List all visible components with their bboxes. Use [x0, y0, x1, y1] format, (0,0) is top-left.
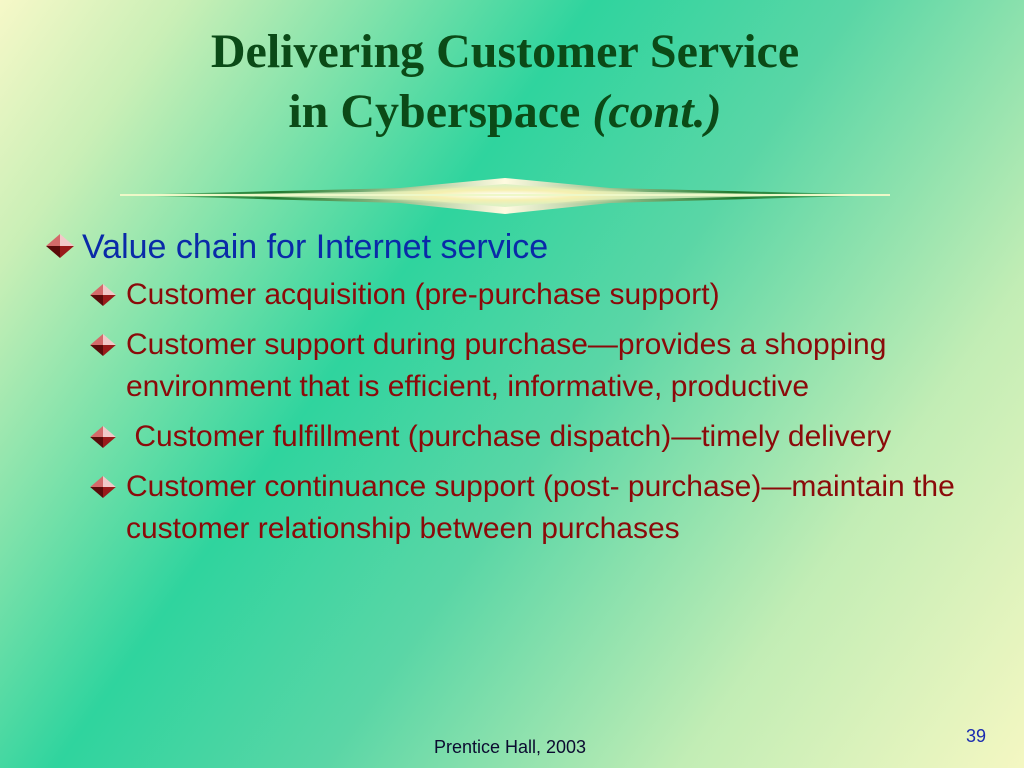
diamond-bullet-icon — [90, 426, 116, 448]
sub-bullet-text: Customer continuance support (post- purc… — [126, 470, 955, 545]
diamond-bullet-icon — [90, 334, 116, 356]
diamond-bullet-icon — [90, 284, 116, 306]
sub-bullet-acquisition: Customer acquisition (pre-purchase suppo… — [90, 274, 986, 316]
sub-bullet-continuance: Customer continuance support (post- purc… — [90, 466, 986, 550]
sub-bullet-text: Customer acquisition (pre-purchase suppo… — [126, 278, 720, 311]
sub-bullet-support: Customer support during purchase—provide… — [90, 324, 986, 408]
sub-bullet-fulfillment: Customer fulfillment (purchase dispatch)… — [90, 416, 986, 458]
sub-bullet-text: Customer support during purchase—provide… — [126, 328, 887, 403]
diamond-bullet-icon — [90, 476, 116, 498]
bullet-text: Value chain for Internet service — [82, 228, 549, 266]
bullet-value-chain: Value chain for Internet service — [46, 222, 986, 272]
sparkle-divider — [120, 178, 890, 214]
page-number: 39 — [966, 726, 987, 746]
slide-title: Delivering Customer Service in Cyberspac… — [0, 22, 1010, 142]
footer-credit: Prentice Hall, 2003 — [433, 737, 587, 757]
title-line-1: Delivering Customer Service — [210, 25, 800, 78]
slide-content: Value chain for Internet service Custome… — [46, 222, 986, 558]
title-line-2-text: in Cyberspace — [288, 85, 581, 138]
sub-bullet-text: Customer fulfillment (purchase dispatch)… — [126, 420, 892, 453]
title-suffix: (cont.) — [592, 85, 722, 138]
title-line-2: in Cyberspace (cont.) — [0, 82, 1010, 142]
diamond-bullet-icon — [46, 234, 74, 258]
